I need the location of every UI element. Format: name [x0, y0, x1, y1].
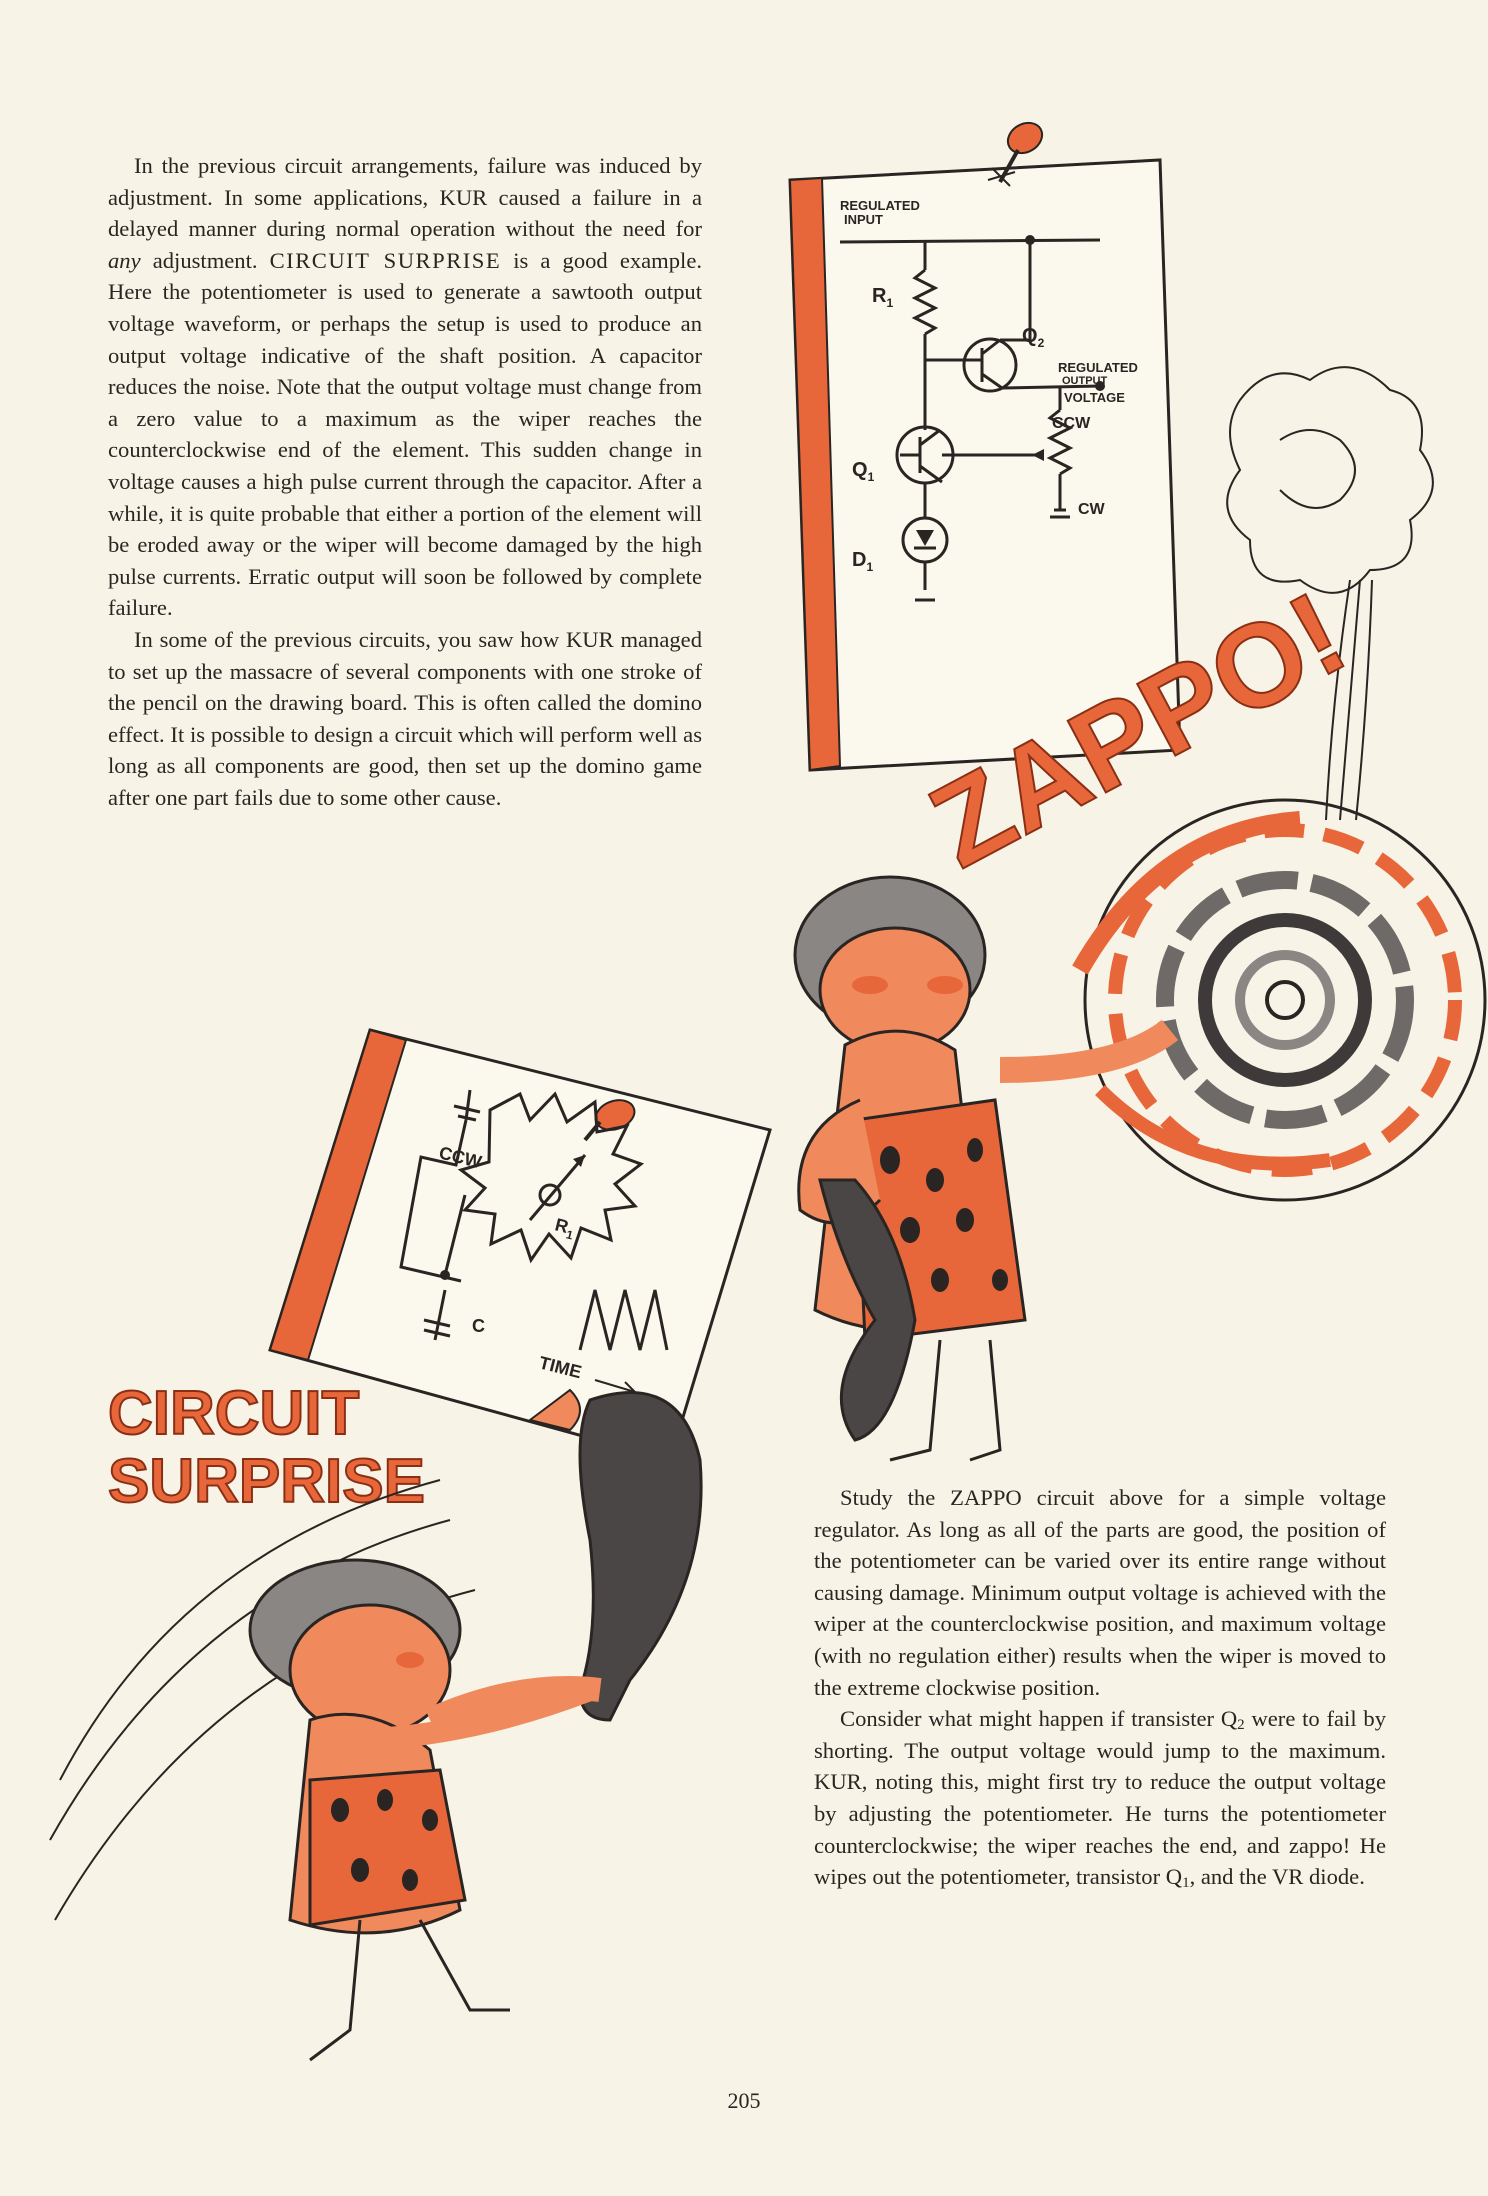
right-paragraph-1: Study the ZAPPO circuit above for a simp…	[814, 1485, 1386, 1700]
r1-label: R1	[552, 1214, 577, 1242]
regulated-output-label-2: OUTPUT	[1062, 375, 1108, 387]
club-drawing	[527, 1388, 703, 1722]
q1-label: Q1	[852, 459, 875, 484]
cw-label: CW	[1078, 501, 1106, 518]
caveman-standing-drawing	[793, 875, 1179, 1462]
regulated-output-label-3: VOLTAGE	[1064, 390, 1125, 405]
text-run: is a good example. Here the potentiomete…	[108, 247, 702, 621]
ccw-label: CCW	[1052, 415, 1091, 432]
svg-text:CIRCUIT: CIRCUIT	[108, 1379, 360, 1448]
caveman-swinging-drawing	[248, 1558, 602, 2062]
text-run: Consider what might happen if transister…	[840, 1706, 1238, 1732]
emphasis-any: any	[108, 247, 141, 273]
c-label: C	[472, 1316, 485, 1336]
subscript: 2	[1237, 1717, 1245, 1734]
text-run: adjustment.	[140, 247, 270, 273]
zappo-illustration: REGULATED INPUT R1 Q2 REGULATED OUTPUT V…	[788, 121, 1487, 1462]
regulated-input-label: REGULATED	[840, 198, 920, 213]
spiral-zap-drawing	[1072, 798, 1487, 1202]
right-text-column: Study the ZAPPO circuit above for a simp…	[814, 1482, 1386, 1893]
svg-text:SURPRISE: SURPRISE	[108, 1447, 425, 1516]
subscript: 1	[1182, 1875, 1190, 1892]
q2-label: Q2	[1022, 325, 1045, 350]
text-run: were to fail by shorting. The output vol…	[814, 1706, 1386, 1890]
circuit-surprise-reference: CIRCUIT SURPRISE	[269, 247, 502, 273]
regulated-input-label-2: INPUT	[844, 212, 883, 227]
smoke-cloud-drawing	[1226, 366, 1434, 821]
push-pin-icon	[987, 121, 1044, 187]
text-run: , and the VR diode.	[1189, 1864, 1365, 1890]
left-text-column: In the previous circuit arrangements, fa…	[108, 150, 702, 813]
text-run: In the previous circuit arrangements, fa…	[108, 153, 702, 242]
circuit-board-drawing: CCW R1 C TIME	[268, 1028, 772, 1462]
r1-label: R1	[872, 285, 893, 310]
circuit-board-drawing: REGULATED INPUT R1 Q2 REGULATED OUTPUT V…	[788, 121, 1182, 772]
right-paragraph-2: Consider what might happen if transister…	[814, 1703, 1386, 1893]
regulated-output-label: REGULATED	[1058, 360, 1138, 375]
left-paragraph-2: In some of the previous circuits, you sa…	[108, 626, 702, 810]
page-number: 205	[727, 2088, 761, 2113]
circuit-surprise-title: CIRCUIT SURPRISE	[107, 1378, 426, 1517]
left-paragraph-1: In the previous circuit arrangements, fa…	[108, 150, 702, 624]
d1-label: D1	[852, 549, 873, 574]
circuit-surprise-illustration: CCW R1 C TIME CIRCUIT SURPRISE	[49, 1028, 772, 2062]
